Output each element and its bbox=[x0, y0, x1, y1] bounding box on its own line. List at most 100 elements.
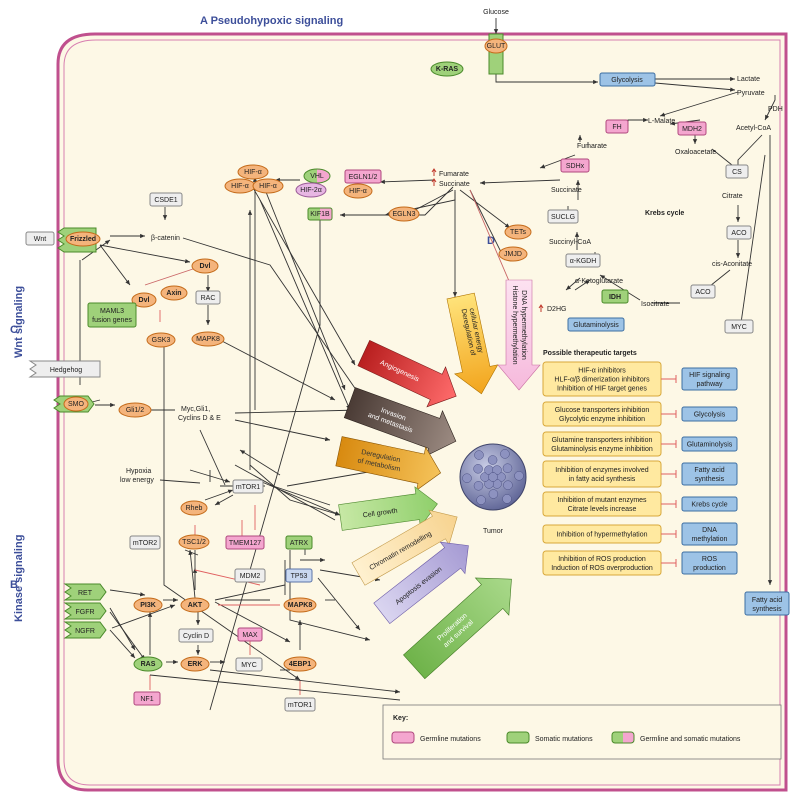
4ebp1-node[interactable]: 4EBP1 bbox=[283, 656, 317, 672]
smo-receptor[interactable]: SMO bbox=[53, 395, 95, 413]
glycolysis-node[interactable]: Glycolysis bbox=[599, 72, 656, 87]
aco-node-2[interactable]: ACO bbox=[690, 284, 716, 299]
tp53-node[interactable]: TP53 bbox=[285, 568, 313, 583]
maml3-node[interactable]: MAML3 fusion genes bbox=[87, 302, 137, 328]
mdh2-node[interactable]: MDH2 bbox=[677, 121, 707, 136]
target-strategy-text: HIF-α inhibitors bbox=[578, 368, 626, 375]
frizzled-receptor[interactable]: Frizzled bbox=[57, 227, 101, 253]
kif1b-node[interactable]: KIF1B bbox=[307, 207, 333, 221]
key-both-swatch bbox=[611, 731, 635, 744]
cell-membrane-inner bbox=[63, 39, 781, 786]
tmem127-node[interactable]: TMEM127 bbox=[225, 535, 265, 550]
succinyl-coa-label: Succinyl-CoA bbox=[549, 239, 591, 246]
rheb-node[interactable]: Rheb bbox=[180, 500, 208, 516]
dvl-node-2[interactable]: Dvl bbox=[131, 292, 157, 308]
target-row[interactable]: Inhibition of hypermethylationDNAmethyla… bbox=[542, 522, 738, 546]
therapeutic-targets: Possible therapeutic targets HIF-α inhib… bbox=[542, 350, 738, 576]
mtor1-node-2[interactable]: mTOR1 bbox=[284, 697, 316, 712]
section-d-letter: D bbox=[487, 235, 495, 247]
suclg-node[interactable]: SUCLG bbox=[547, 209, 579, 224]
target-strategy-text: Inhibition of hypermethylation bbox=[556, 532, 647, 539]
aco-node-1[interactable]: ACO bbox=[726, 225, 752, 240]
jmjd-node[interactable]: JMJD bbox=[498, 246, 528, 262]
ngfr-receptor[interactable]: NGFR bbox=[63, 621, 107, 639]
fgfr-label: FGFR bbox=[75, 609, 94, 616]
isocitrate-label: Isocitrate bbox=[641, 301, 670, 308]
tumor-label: Tumor bbox=[483, 528, 504, 535]
mapk8-node-2[interactable]: MAPK8 bbox=[283, 597, 317, 613]
gsk3-node[interactable]: GSK3 bbox=[146, 332, 176, 348]
inhibit-icon bbox=[661, 375, 677, 383]
atrx-node[interactable]: ATRX bbox=[285, 535, 313, 550]
lactate-label: Lactate bbox=[737, 76, 760, 83]
tumor-cell bbox=[488, 489, 499, 499]
max-node[interactable]: MAX bbox=[237, 627, 263, 642]
target-strategy-text: Glucose transporters inhibition bbox=[555, 407, 650, 414]
hif-a-node-4[interactable]: HIF-α bbox=[343, 183, 373, 199]
myc-krebs-node[interactable]: MYC bbox=[724, 319, 754, 334]
target-pathway-box bbox=[681, 436, 738, 452]
wnt-node[interactable]: Wnt bbox=[25, 231, 55, 246]
fatty-acid-label-1: Fatty acid bbox=[752, 597, 782, 604]
idh-node[interactable]: IDH bbox=[601, 289, 629, 304]
glut-transporter[interactable]: GLUT bbox=[484, 33, 508, 75]
inhibit-icon bbox=[661, 410, 677, 418]
target-strategy-text: Glutamine transporters inhibition bbox=[552, 437, 653, 444]
mtor1-node-1[interactable]: mTOR1 bbox=[232, 479, 264, 494]
egln3-label: EGLN3 bbox=[393, 211, 416, 218]
target-strategy-text: Inhibition of ROS production bbox=[558, 556, 646, 563]
ras-node[interactable]: RAS bbox=[133, 656, 163, 672]
sdhx-node[interactable]: SDHx bbox=[560, 158, 590, 173]
glutaminolysis-node[interactable]: Glutaminolysis bbox=[567, 317, 625, 332]
kras-node[interactable]: K-RAS bbox=[430, 61, 464, 77]
mdm2-node[interactable]: MDM2 bbox=[234, 568, 266, 583]
target-row[interactable]: Glutamine transporters inhibitionGlutami… bbox=[542, 431, 738, 457]
fh-node[interactable]: FH bbox=[605, 119, 629, 134]
rac-node[interactable]: RAC bbox=[195, 290, 221, 305]
myc-node[interactable]: MYC bbox=[235, 657, 263, 672]
ret-receptor[interactable]: RET bbox=[63, 583, 107, 601]
nf1-node[interactable]: NF1 bbox=[133, 691, 161, 706]
beta-catenin-label: β-catenin bbox=[151, 235, 180, 242]
target-strategy-text: Inhibition of HIF target genes bbox=[557, 386, 647, 393]
tumor-cell bbox=[500, 449, 510, 459]
hif-2a-node[interactable]: HIF-2α bbox=[295, 182, 327, 198]
egln3-node[interactable]: EGLN3 bbox=[388, 206, 420, 222]
pi3k-label: PI3K bbox=[140, 602, 156, 609]
inhibit-icon bbox=[661, 440, 677, 448]
vhl-node[interactable]: VHL bbox=[303, 168, 331, 184]
pi3k-node[interactable]: PI3K bbox=[133, 597, 163, 613]
hif-a-node-1[interactable]: HIF-α bbox=[237, 164, 269, 180]
csde1-node[interactable]: CSDE1 bbox=[149, 192, 183, 207]
fh-label: FH bbox=[612, 124, 621, 131]
tets-node[interactable]: TETs bbox=[504, 224, 532, 240]
fatty-acid-label-2: synthesis bbox=[752, 606, 782, 613]
a-ketoglutarate-label: α-Ketoglutarate bbox=[575, 278, 623, 285]
mapk8-node-1[interactable]: MAPK8 bbox=[191, 331, 225, 347]
cyclin-d-node[interactable]: Cyclin D bbox=[178, 628, 214, 643]
akgdh-node[interactable]: α-KGDH bbox=[565, 253, 601, 268]
dvl-node-1[interactable]: Dvl bbox=[191, 258, 219, 274]
hif-a-node-3[interactable]: HIF-α bbox=[252, 178, 284, 194]
tsc12-node[interactable]: TSC1/2 bbox=[178, 534, 210, 550]
erk-node[interactable]: ERK bbox=[180, 656, 210, 672]
fatty-acid-node[interactable]: Fatty acid synthesis bbox=[744, 591, 790, 616]
egln12-node[interactable]: EGLN1/2 bbox=[344, 169, 382, 184]
edges bbox=[79, 18, 776, 711]
mtor2-node[interactable]: mTOR2 bbox=[129, 535, 161, 550]
cs-node[interactable]: CS bbox=[725, 164, 749, 179]
mdh2-label: MDH2 bbox=[682, 126, 702, 133]
hif-a-node-2[interactable]: HIF-α bbox=[224, 178, 256, 194]
hedgehog-node[interactable]: Hedgehog bbox=[28, 360, 101, 378]
axin-node[interactable]: Axin bbox=[160, 285, 188, 301]
aco-label-2: ACO bbox=[695, 289, 711, 296]
target-row[interactable]: Glucose transporters inhibitionGlycolyti… bbox=[542, 401, 738, 427]
gli12-node[interactable]: Gli1/2 bbox=[118, 402, 152, 418]
akt-node[interactable]: AKT bbox=[180, 597, 210, 613]
fgfr-receptor[interactable]: FGFR bbox=[63, 602, 107, 620]
target-pathway-text: Krebs cycle bbox=[691, 502, 727, 509]
